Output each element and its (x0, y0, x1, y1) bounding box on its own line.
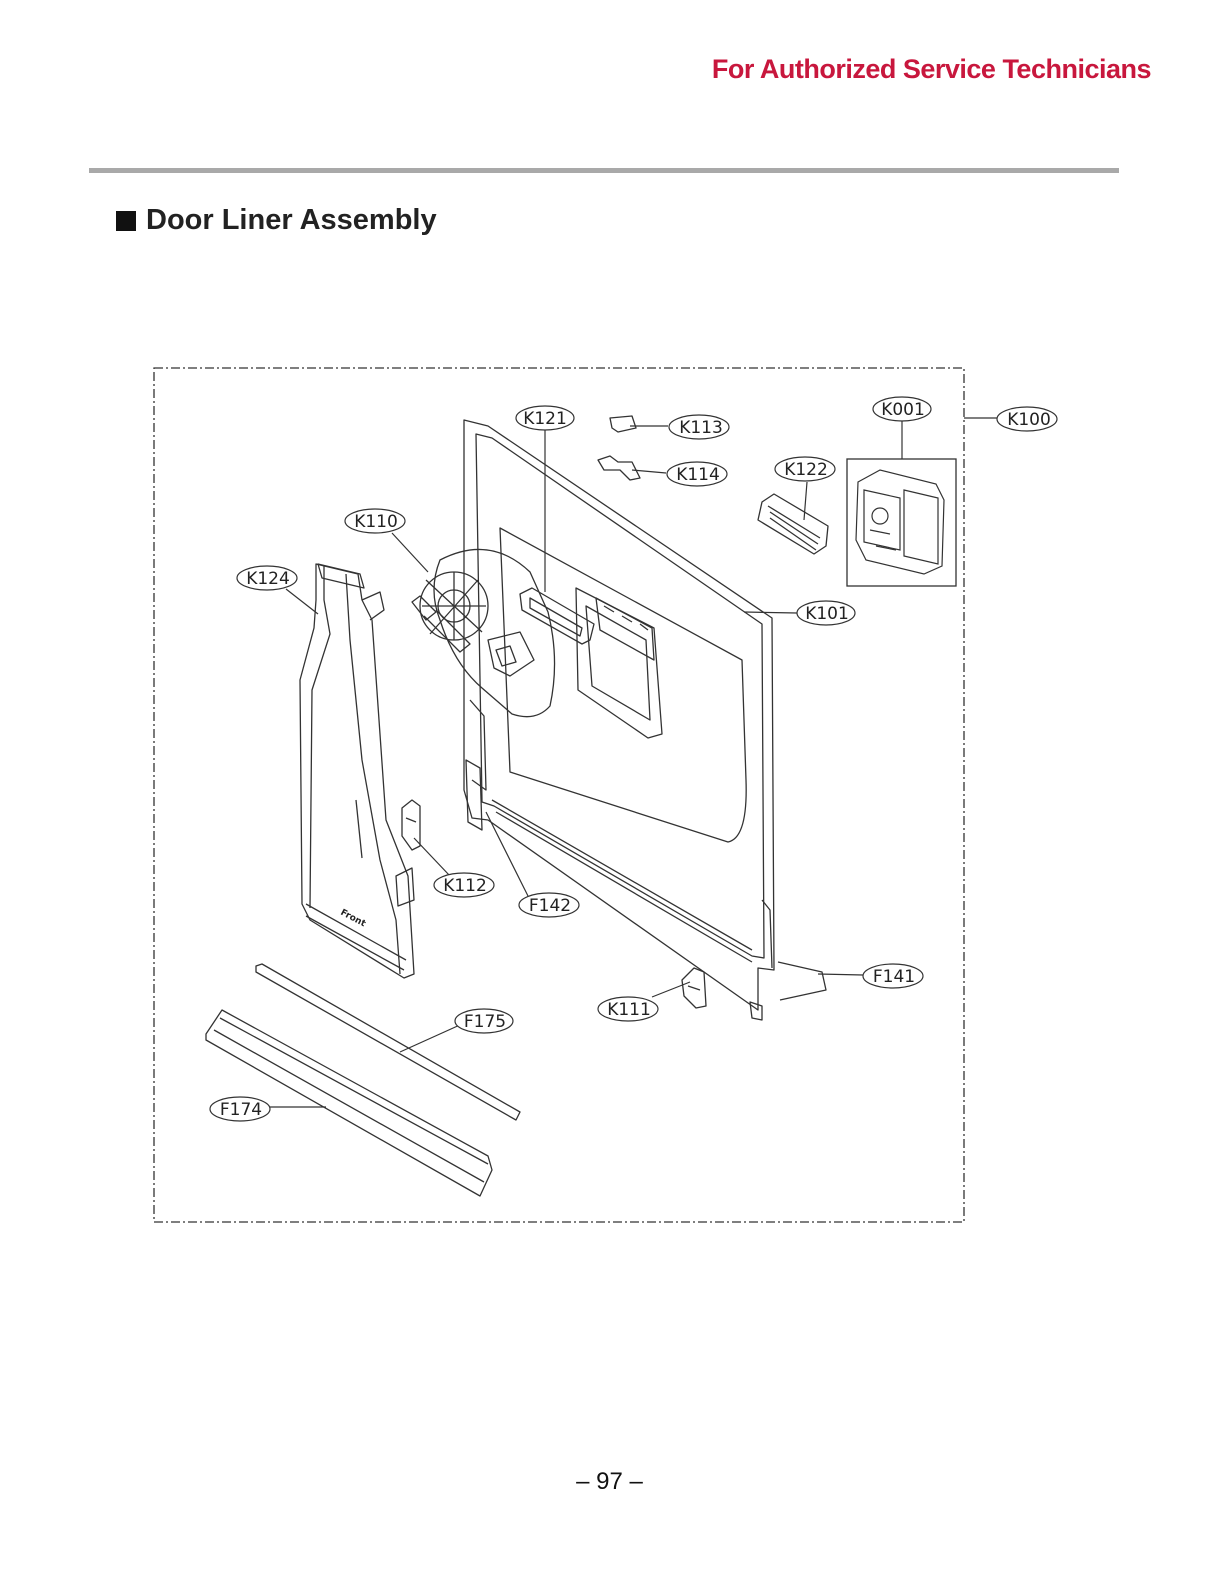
svg-text:K121: K121 (523, 409, 567, 429)
callout-k124: K124 (237, 566, 297, 590)
bottom-trim-f175-part (256, 964, 520, 1120)
svg-text:K124: K124 (246, 569, 290, 589)
svg-text:K101: K101 (805, 604, 849, 624)
page-number: – 97 – (0, 1468, 1219, 1496)
callout-k111: K111 (598, 997, 658, 1021)
callout-f141: F141 (863, 964, 923, 988)
svg-text:K114: K114 (676, 465, 720, 485)
door-liner-part (464, 420, 826, 1020)
callout-k100: K100 (997, 407, 1057, 431)
callout-k121: K121 (516, 406, 574, 430)
svg-text:K113: K113 (679, 418, 723, 438)
callout-k122: K122 (775, 457, 835, 481)
callout-k114: K114 (667, 462, 727, 486)
fan-housing-part (412, 549, 555, 716)
svg-text:F142: F142 (529, 896, 571, 916)
clip-k114-part (598, 456, 640, 480)
bracket-k112-part (402, 800, 420, 850)
gasket-part (520, 588, 594, 644)
callout-k001: K001 (873, 397, 931, 421)
front-stamp: Front (339, 908, 368, 930)
callout-k112: K112 (434, 873, 494, 897)
svg-text:F141: F141 (873, 967, 915, 987)
svg-text:F175: F175 (464, 1012, 506, 1032)
svg-text:K111: K111 (607, 1000, 651, 1020)
svg-text:K112: K112 (443, 876, 487, 896)
vent-grille-part (758, 494, 828, 554)
svg-text:K110: K110 (354, 512, 398, 532)
svg-text:K122: K122 (784, 460, 828, 480)
callout-k110: K110 (345, 509, 405, 533)
svg-text:F174: F174 (220, 1100, 262, 1120)
callout-k113: K113 (669, 415, 729, 439)
clip-k113-part (610, 416, 636, 432)
svg-text:K001: K001 (881, 400, 925, 420)
callout-f175: F175 (455, 1009, 513, 1033)
svg-text:K100: K100 (1007, 410, 1051, 430)
callout-f174: F174 (210, 1097, 270, 1121)
callout-f142: F142 (519, 893, 579, 917)
assembly-boundary (154, 368, 964, 1222)
bracket-k111-part (682, 968, 706, 1008)
control-panel-part (856, 470, 944, 574)
callout-k101: K101 (797, 601, 855, 625)
